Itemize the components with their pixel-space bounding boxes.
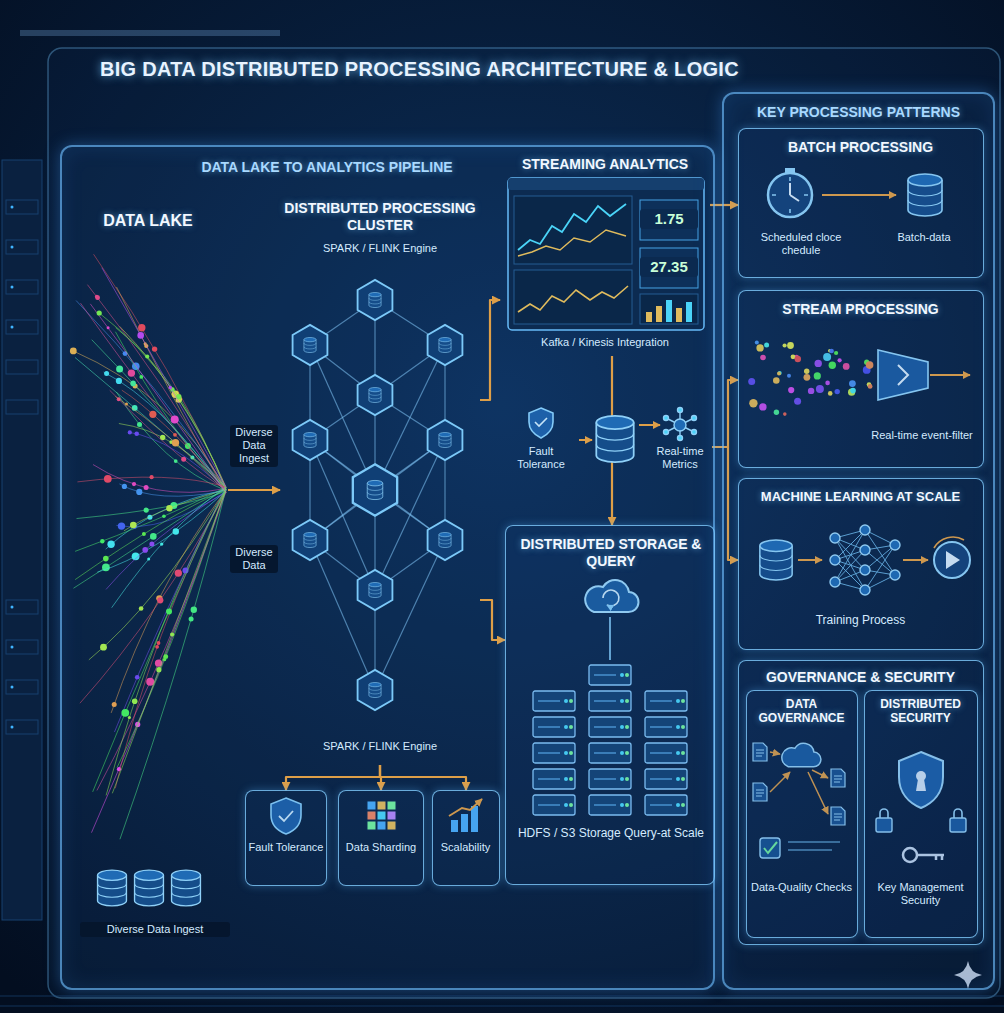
- server-racks: [6, 600, 38, 614]
- node-text: Training Process: [739, 613, 982, 627]
- processing-cluster: DISTRIBUTED PROCESSING CLUSTER SPARK / FL…: [280, 200, 480, 765]
- node-text: HDFS / S3 Storage Query-at Scale: [514, 826, 708, 840]
- storage-box: DISTRIBUTED STORAGE & QUERY HDFS / S3 Sto…: [505, 525, 715, 885]
- floor-lines: [0, 1006, 1004, 1007]
- feature-icon-box: Fault Tolerance: [505, 405, 577, 490]
- server-racks: [6, 680, 38, 694]
- node-text: Scheduled cloce chedule: [751, 231, 851, 257]
- panel-heading: DATA LAKE TO ANALYTICS PIPELINE: [172, 159, 482, 176]
- data-lake-region: DATA LAKE: [68, 205, 228, 905]
- node-heading: DISTRIBUTED PROCESSING CLUSTER: [280, 200, 480, 234]
- pipeline-panel: DATA LAKE TO ANALYTICS PIPELINE DATA LAKE…: [60, 145, 715, 990]
- node-heading: STREAMING ANALYTICS: [500, 156, 710, 173]
- server-racks: [2, 160, 42, 920]
- rack-lights: [11, 286, 14, 289]
- node-heading: STREAM PROCESSING: [739, 301, 982, 318]
- server-racks: [6, 400, 38, 414]
- node-heading: DATA LAKE: [68, 211, 228, 230]
- annotation-label: Diverse Data: [230, 545, 278, 573]
- sub-box: DISTRIBUTED SECURITY Key Management Secur…: [864, 690, 978, 938]
- ceiling-light: [20, 30, 280, 36]
- server-racks: [6, 320, 38, 334]
- node-text: Scalability: [434, 841, 497, 854]
- node-text: SPARK / FLINK Engine: [280, 740, 480, 753]
- server-racks: [6, 200, 38, 214]
- node-text: Data Sharding: [341, 841, 421, 854]
- panel-heading: KEY PROCESSING PATTERNS: [724, 104, 993, 121]
- node-text: Data-Quality Checks: [747, 881, 856, 894]
- floor-lines: [0, 996, 1004, 1006]
- node-text: Real-time event-filter: [867, 429, 977, 442]
- patterns-panel: KEY PROCESSING PATTERNS BATCH PROCESSING S…: [722, 92, 995, 990]
- feature-box: Data Sharding: [338, 790, 424, 886]
- rack-lights: [11, 206, 14, 729]
- streaming-dashboard: STREAMING ANALYTICS Kafka / Kinesis Integ…: [500, 156, 710, 356]
- node-heading: DISTRIBUTED STORAGE & QUERY: [514, 536, 708, 570]
- node-heading: DISTRIBUTED SECURITY: [865, 697, 976, 726]
- feature-box: Scalability: [432, 790, 500, 886]
- node-heading: BATCH PROCESSING: [739, 139, 982, 156]
- node-heading: MACHINE LEARNING AT SCALE: [739, 489, 982, 505]
- server-racks: [2, 160, 42, 920]
- node-text: Fault Tolerance: [248, 841, 324, 854]
- pattern-box: STREAM PROCESSING Real-time event-filter: [738, 290, 984, 468]
- server-racks: [6, 280, 38, 294]
- node-text: Fault Tolerance: [505, 445, 577, 471]
- diagram-title: BIG DATA DISTRIBUTED PROCESSING ARCHITEC…: [100, 58, 880, 81]
- node-text: Kafka / Kinesis Integration: [500, 336, 710, 349]
- node-text: SPARK / FLINK Engine: [280, 242, 480, 255]
- rack-lights: [11, 246, 14, 249]
- glass-frame: [48, 48, 1000, 998]
- rack-lights: [11, 646, 14, 649]
- server-racks: [6, 240, 38, 254]
- floor-lines: [0, 996, 1004, 997]
- annotation-label: Diverse Data Ingest: [80, 922, 230, 937]
- sub-box: DATA GOVERNANCE Data-Quality Checks: [746, 690, 858, 938]
- metric-value: 1.75: [640, 209, 698, 229]
- server-racks: [6, 360, 38, 374]
- node-text: Real-time Metrics: [648, 445, 712, 471]
- feature-icon-box: Real-time Metrics: [648, 405, 712, 490]
- node-text: Key Management Security: [865, 881, 976, 907]
- pattern-box: MACHINE LEARNING AT SCALE Training Proces…: [738, 478, 984, 650]
- metric-value: 27.35: [640, 257, 698, 277]
- rack-lights: [11, 686, 14, 689]
- server-racks: [6, 640, 38, 654]
- node-heading: GOVERNANCE & SECURITY: [739, 669, 982, 686]
- server-racks: [6, 720, 38, 734]
- node-heading: DATA GOVERNANCE: [747, 697, 856, 726]
- rack-lights: [11, 726, 14, 729]
- pattern-box: GOVERNANCE & SECURITY DATA GOVERNANCE Data…: [738, 660, 984, 945]
- annotation-label: Diverse Data Ingest: [230, 425, 278, 467]
- rack-lights: [11, 326, 14, 329]
- feature-box: Fault Tolerance: [245, 790, 327, 886]
- node-text: Batch-data: [879, 231, 969, 244]
- pattern-box: BATCH PROCESSING Scheduled cloce chedule B…: [738, 128, 984, 278]
- rack-lights: [11, 606, 14, 609]
- rack-lights: [11, 206, 14, 209]
